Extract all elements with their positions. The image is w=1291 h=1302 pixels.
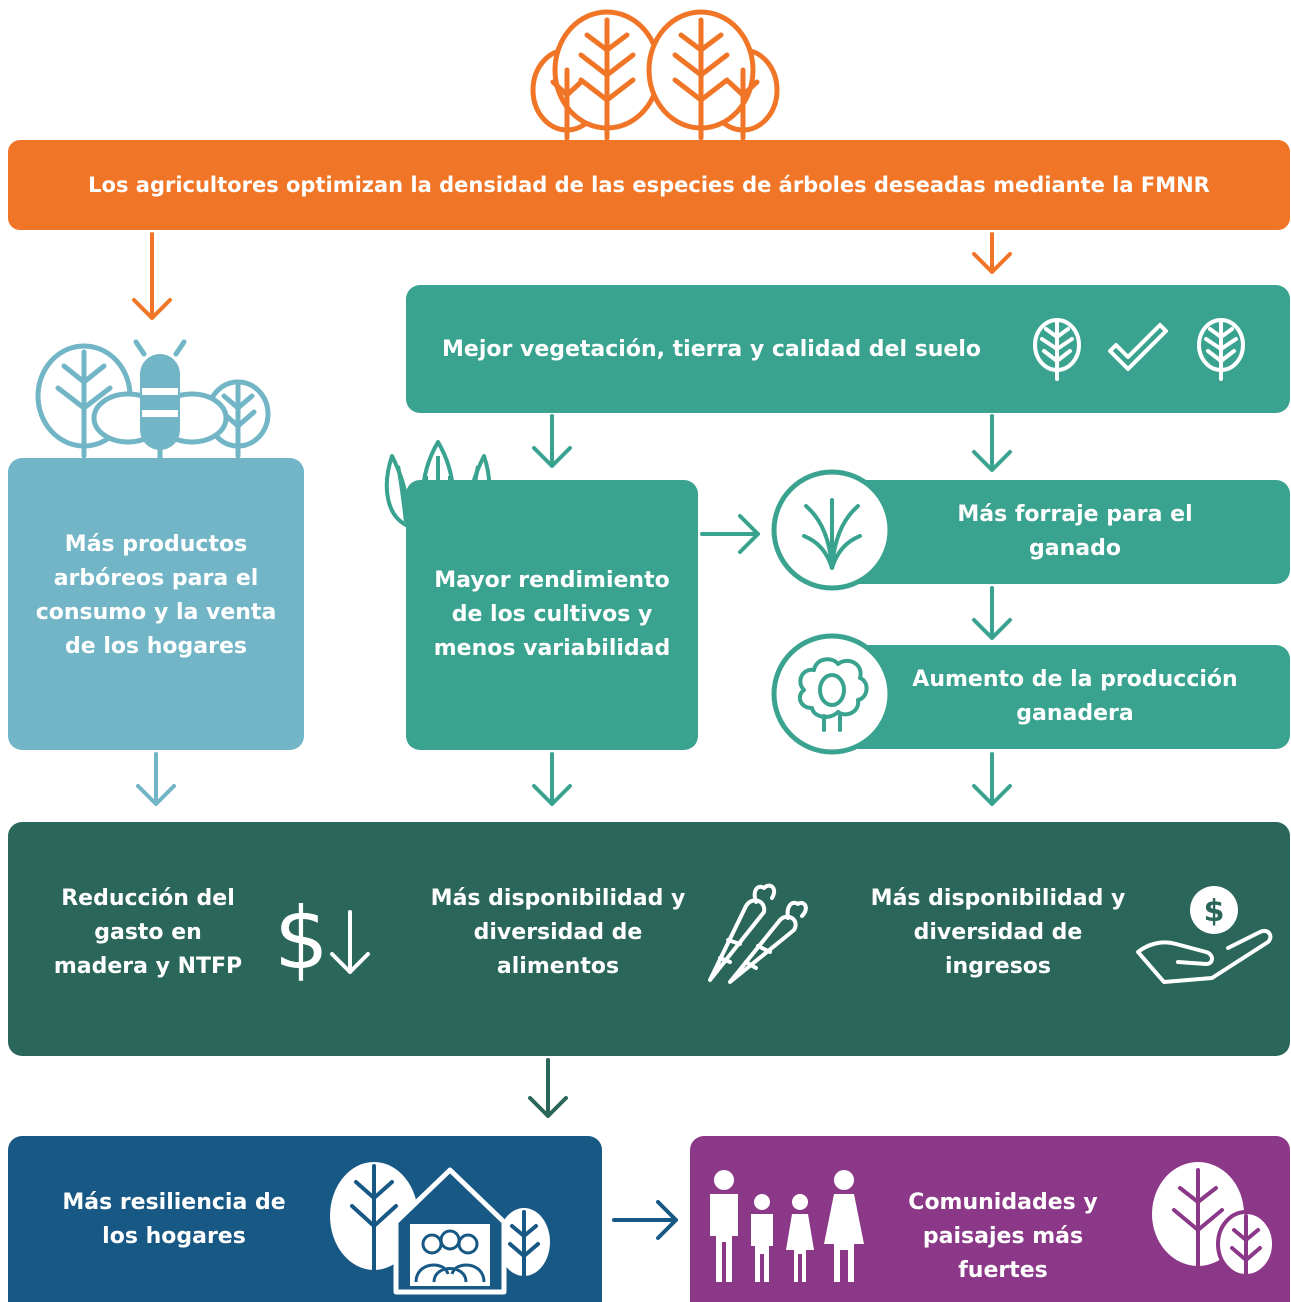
arrow-top-left [132, 232, 172, 320]
resilience-box: Más resiliencia de los hogares [8, 1136, 602, 1302]
family-icon [710, 1170, 864, 1282]
bee-trees-icon [35, 339, 271, 469]
svg-text:$: $ [274, 889, 329, 989]
arrow-products-down [136, 752, 176, 806]
livestock-text: Aumento de la producción ganadera [912, 667, 1238, 726]
resilience-text: Más resiliencia de los hogares [62, 1190, 286, 1249]
income-text: Más disponibilidad y diversidad de ingre… [870, 886, 1126, 979]
arrow-veg-to-fodder [972, 414, 1012, 472]
vegetation-text: Mejor vegetación, tierra y calidad del s… [442, 337, 981, 362]
arrow-crops-to-fodder [700, 514, 760, 554]
arrow-crops-down [532, 752, 572, 806]
trees-icon [1152, 1162, 1276, 1284]
outcomes-box: Reducción del gasto en madera y NTFP $ M… [8, 822, 1290, 1056]
carrots-icon [708, 883, 808, 984]
arrow-fodder-to-livestock [972, 586, 1012, 640]
fodder-text: Más forraje para el ganado [957, 502, 1193, 561]
food-text: Más disponibilidad y diversidad de alime… [430, 886, 686, 979]
top-banner: Los agricultores optimizan la densidad d… [8, 140, 1290, 230]
grass-icon [771, 469, 893, 591]
arrow-veg-to-crops [532, 414, 572, 468]
crops-box: Mayor rendimiento de los cultivos y meno… [406, 480, 698, 750]
crops-text: Mayor rendimiento de los cultivos y meno… [433, 568, 671, 661]
spending-text: Reducción del gasto en madera y NTFP [53, 886, 243, 979]
communities-text: Comunidades y paisajes más fuertes [908, 1190, 1098, 1283]
communities-box: Comunidades y paisajes más fuertes [690, 1136, 1290, 1302]
trees-icon [530, 9, 780, 141]
hand-coin-icon: $ [1136, 886, 1273, 984]
sheep-icon [771, 633, 893, 755]
leaf-icon [1033, 318, 1081, 381]
svg-text:$: $ [1204, 894, 1225, 929]
arrow-resilience-to-communities [612, 1200, 678, 1240]
tree-products-text: Más productos arbóreos para el consumo y… [35, 532, 277, 659]
dollar-down-icon: $ [274, 889, 370, 989]
house-family-icon [330, 1162, 550, 1295]
checkmark-icon [1108, 323, 1168, 371]
leaf-icon [1197, 318, 1245, 381]
fodder-box: Más forraje para el ganado [820, 480, 1290, 584]
arrow-outcomes-down [528, 1058, 568, 1118]
arrow-livestock-down [972, 752, 1012, 806]
vegetation-box: Mejor vegetación, tierra y calidad del s… [406, 285, 1290, 413]
tree-products-box: Más productos arbóreos para el consumo y… [8, 458, 304, 750]
top-banner-text: Los agricultores optimizan la densidad d… [88, 173, 1210, 197]
livestock-box: Aumento de la producción ganadera [820, 645, 1290, 749]
arrow-top-right [972, 232, 1012, 274]
